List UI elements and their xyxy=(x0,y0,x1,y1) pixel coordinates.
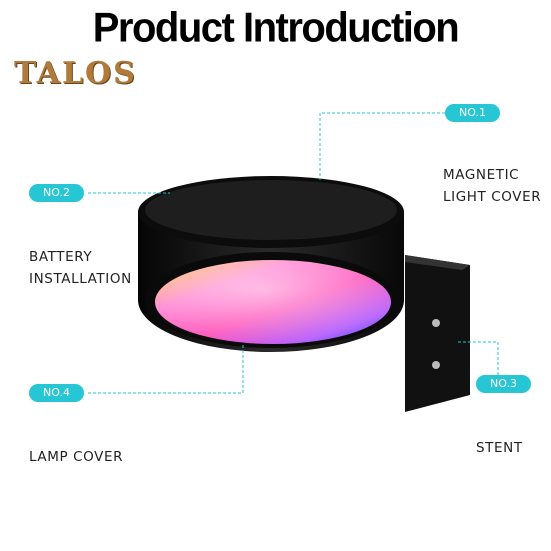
badge-no3: NO.3 xyxy=(476,375,531,393)
leader-no3 xyxy=(458,341,499,382)
badge-no2: NO.2 xyxy=(29,184,84,202)
label-magnetic-light-cover: MAGNETIC LIGHT COVER xyxy=(443,167,542,205)
page-title: Product Introduction xyxy=(92,4,460,52)
leader-lines xyxy=(88,112,499,394)
lamp-cover-lens xyxy=(155,260,391,344)
stent-bracket xyxy=(405,255,470,412)
brand-logo: TALOS xyxy=(14,56,137,91)
label-stent: STENT xyxy=(476,440,523,456)
leader-no4 xyxy=(88,345,244,394)
label-lamp-cover: LAMP COVER xyxy=(29,449,124,465)
badge-no4: NO.4 xyxy=(29,384,84,402)
leader-no1 xyxy=(319,112,445,180)
label-battery-installation: BATTERY INSTALLATION xyxy=(29,249,132,287)
badge-no1: NO.1 xyxy=(445,104,500,122)
